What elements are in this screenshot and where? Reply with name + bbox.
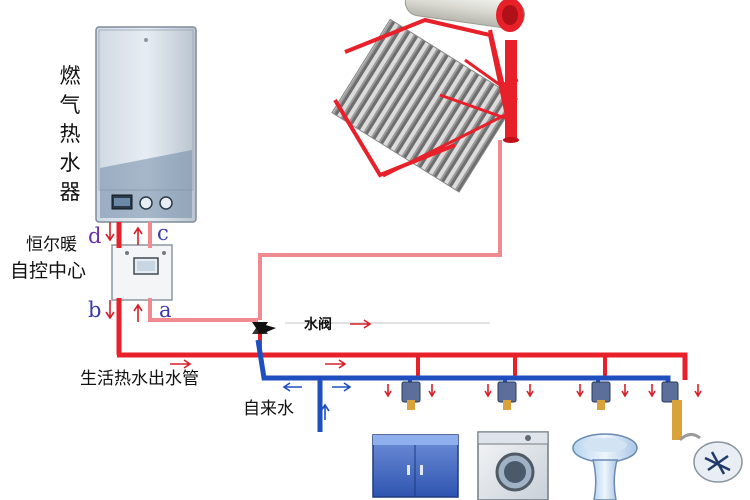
gas-heater-label: 燃 气 热 水 器 [59,64,81,204]
washing-machine-fixture [477,431,549,500]
port-b-label: b [88,298,102,322]
cold-flow-arrows [282,382,352,420]
flow-arrows [105,222,702,398]
port-a-label: a [159,298,172,322]
hot-outlet-label: 生活热水出水管 [80,369,199,389]
valve-label: 水阀 [304,317,332,333]
port-c-label: c [157,221,169,245]
port-d-label: d [88,224,102,248]
control-label-line1: 恒尔暖 [26,235,77,255]
shower-head-fixture [678,433,743,483]
valve-icon [252,322,276,334]
control-center-box [111,244,173,301]
hot-pipes [116,140,688,380]
washbasin-fixture [572,433,638,500]
control-label-line2: 自控中心 [10,260,87,282]
pipe-fittings [401,381,682,440]
tap-water-label: 自来水 [243,399,294,419]
solar-water-heater [331,0,525,193]
cabinet-heater-fixture [372,434,459,498]
gas-water-heater [95,26,197,223]
